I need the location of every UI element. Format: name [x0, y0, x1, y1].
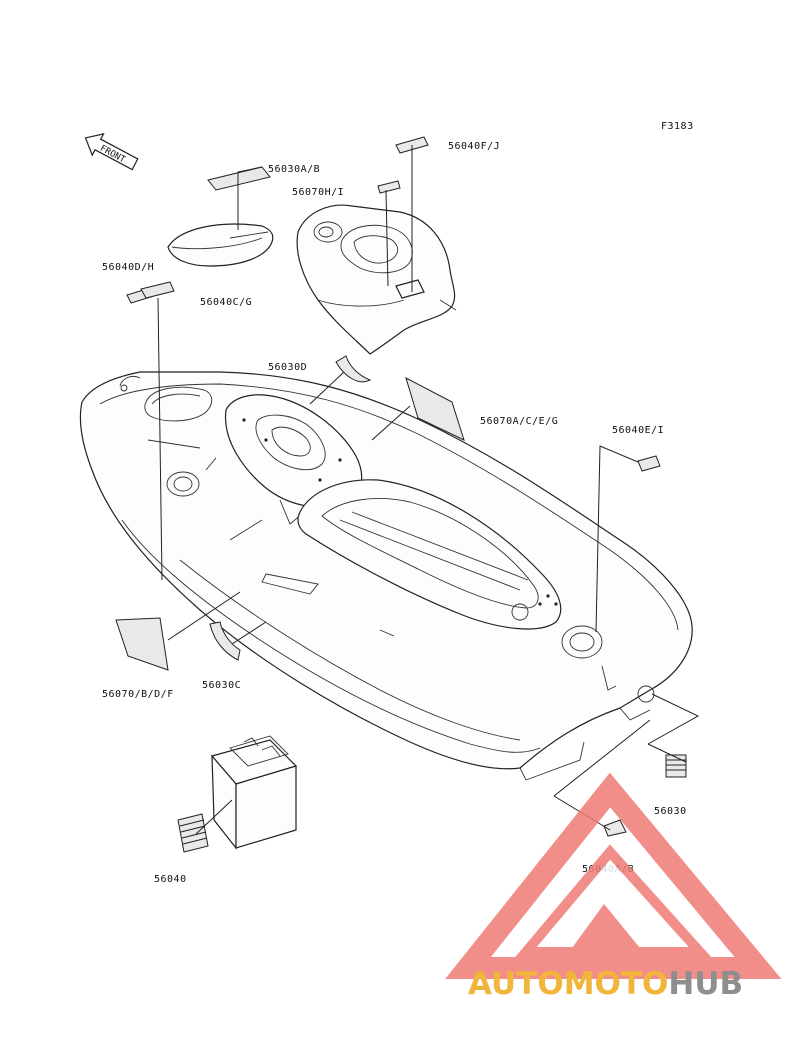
decal-56040ab: [603, 819, 627, 837]
label-56040: 56040: [154, 874, 187, 885]
label-56040dh: 56040D/H: [102, 262, 154, 273]
front-arrow-icon: FRONT: [84, 133, 139, 171]
leader-lines: [157, 145, 700, 835]
decal-56040: [177, 813, 209, 853]
label-56030c: 56030C: [202, 680, 241, 691]
decal-56030ab: [207, 166, 271, 191]
label-56030ab: 56030A/B: [268, 164, 320, 175]
label-56030d: 56030D: [268, 362, 307, 373]
watermark-brand: AUTOMOTOHUB: [468, 966, 743, 1002]
label-56070hi: 56070H/I: [292, 187, 344, 198]
decal-56030d: [335, 355, 372, 383]
decal-56040ei: [637, 455, 661, 472]
label-56030: 56030: [654, 806, 687, 817]
figure-code: F3183: [661, 121, 694, 132]
decal-56030: [665, 754, 687, 778]
watermark-brand-part2: HUB: [668, 966, 743, 1002]
label-56040ei: 56040E/I: [612, 425, 664, 436]
hood-cover-part: [296, 204, 457, 355]
watermark-logo: [445, 772, 782, 979]
label-56040fj: 56040F/J: [448, 141, 500, 152]
label-56040cg: 56040C/G: [200, 297, 252, 308]
decal-56070hi: [377, 180, 401, 194]
battery-part: [210, 735, 298, 850]
decal-56070aceg: [405, 377, 465, 441]
seat-part: [167, 223, 274, 267]
hull-part: [79, 371, 693, 781]
watermark-brand-part1: AUTOMOTO: [468, 966, 668, 1002]
label-56070aceg: 56070A/C/E/G: [480, 416, 558, 427]
decal-56040cg: [140, 281, 175, 299]
label-56070bdf: 56070/B/D/F: [102, 689, 174, 700]
decal-56070bdf: [115, 617, 169, 671]
decal-56030c: [209, 621, 241, 661]
